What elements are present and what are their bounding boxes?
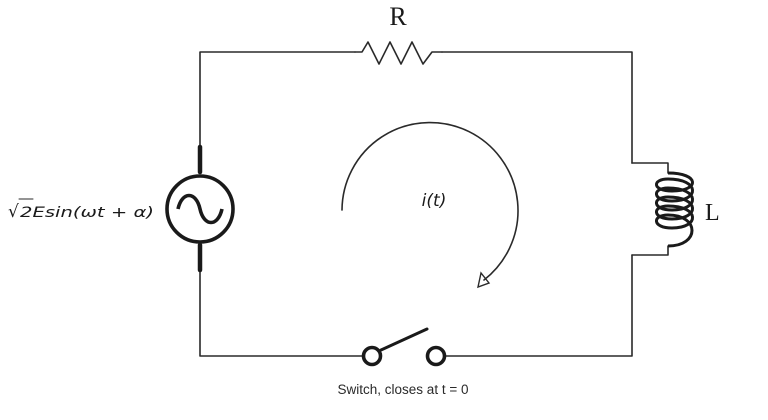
switch-terminal-left [361,345,383,367]
wire-bottom-left [199,261,363,357]
switch-terminal-right [425,345,447,367]
inductor-lead [631,162,669,256]
source-label-radical: √ [8,202,19,222]
circuit-wires [199,51,633,357]
current-arrow: i(t) [341,121,519,289]
source-label: √ 2Esin(ωt + α) [8,198,154,222]
resistor-label: R [389,2,407,31]
resistor: R [354,2,443,65]
inductor: L [631,162,720,256]
switch: Switch, closes at t = 0 [338,327,469,397]
ac-source: √ 2Esin(ωt + α) [8,144,235,273]
source-circle [165,174,235,244]
inductor-coil [655,171,694,248]
wire-top-left [199,51,356,166]
source-label-expression: 2Esin(ωt + α) [20,205,154,221]
arrowhead-icon [477,271,491,289]
current-label: i(t) [422,191,447,211]
switch-blade [379,327,429,352]
current-arc [341,121,519,281]
wire-top-right [441,51,633,164]
wire-bottom-right [443,254,633,357]
sine-wave-icon [176,193,224,225]
switch-label: Switch, closes at t = 0 [338,382,469,397]
inductor-label: L [705,200,720,226]
resistor-zigzag [354,41,443,65]
